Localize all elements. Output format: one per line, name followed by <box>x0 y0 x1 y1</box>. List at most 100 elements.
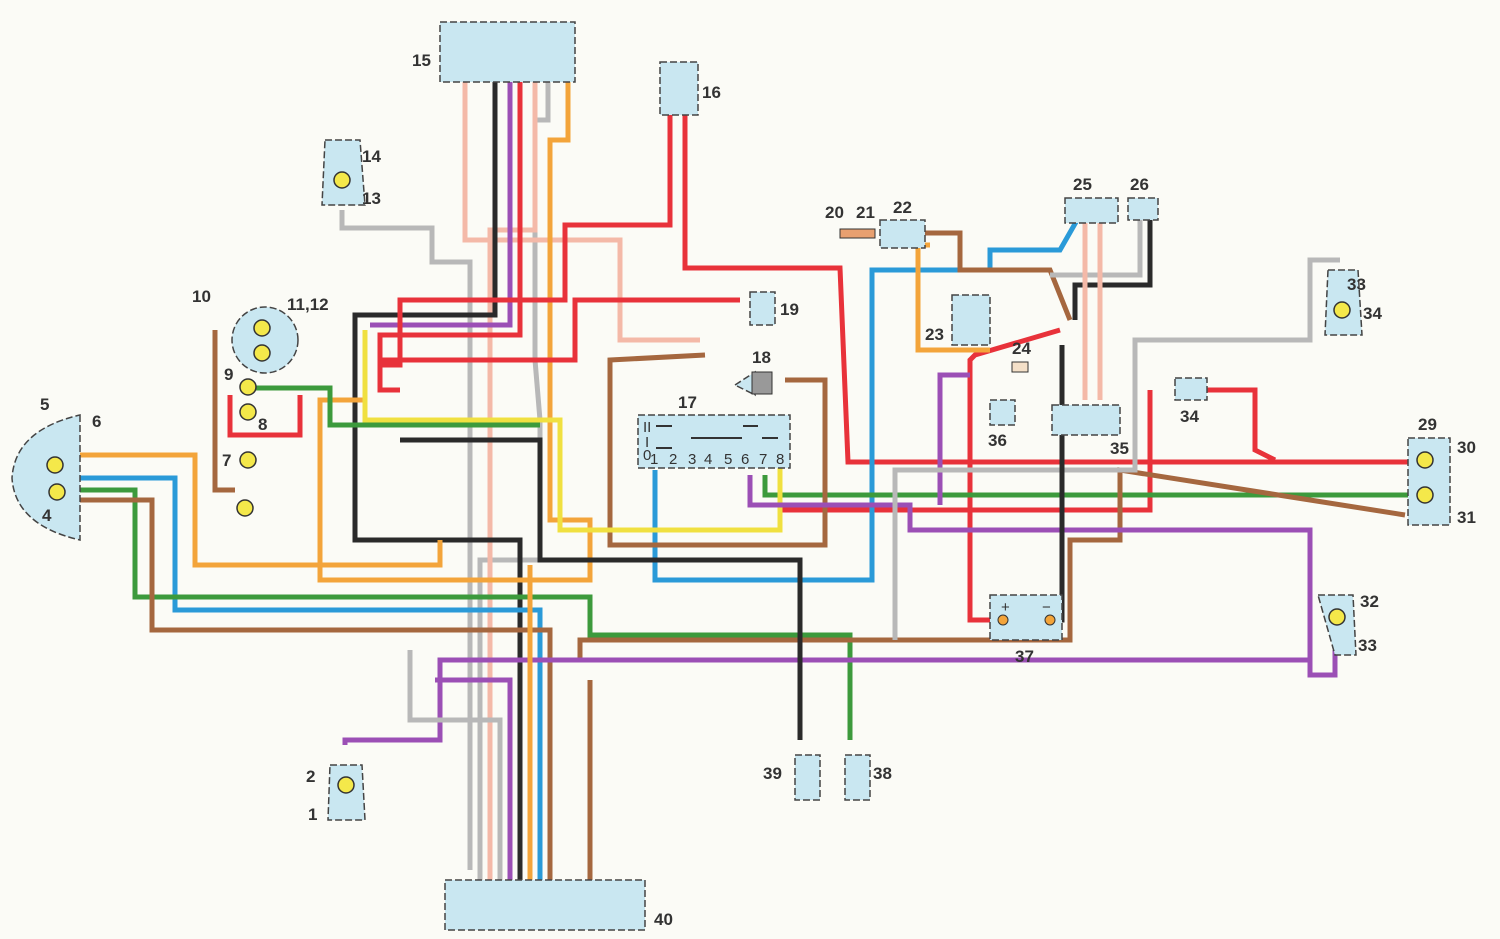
label-9: 9 <box>224 365 233 384</box>
wire-orange <box>80 452 443 568</box>
label-22: 22 <box>893 198 912 217</box>
switch17-pos-0: 0 <box>643 447 651 464</box>
lamp-7 <box>239 451 257 469</box>
lamp-9 <box>239 378 257 396</box>
wire-gray <box>339 210 473 870</box>
wire-gray <box>892 257 1340 640</box>
label-25: 25 <box>1073 175 1092 194</box>
label-32: 32 <box>1360 592 1379 611</box>
lamp-34-top <box>1333 301 1351 319</box>
lamps <box>46 171 1434 794</box>
label-2: 2 <box>306 767 315 786</box>
wire-green <box>255 385 540 428</box>
taillight-29 <box>1407 437 1451 526</box>
wire-red <box>227 395 303 438</box>
label-35: 35 <box>1110 439 1129 458</box>
switch17-terminal: 6 <box>741 451 749 468</box>
unit-25 <box>1064 197 1119 224</box>
wire-blue <box>652 213 1083 583</box>
label-11-12: 11,12 <box>287 295 329 314</box>
capacitor-36 <box>989 399 1016 426</box>
label-14: 14 <box>362 147 381 166</box>
wire-black <box>1050 345 1065 623</box>
label-31: 31 <box>1457 508 1476 527</box>
lamp-1 <box>337 776 355 794</box>
label-15: 15 <box>412 51 431 70</box>
switch17-terminal: 3 <box>688 451 696 468</box>
lamp-6 <box>46 456 64 474</box>
label-30: 30 <box>1457 438 1476 457</box>
label-36: 36 <box>988 431 1007 450</box>
wire-orange <box>317 82 593 583</box>
wire-red <box>1190 387 1277 463</box>
label-34-top: 34 <box>1363 304 1382 323</box>
switch-16 <box>659 61 699 116</box>
switch17-terminal: 5 <box>724 451 732 468</box>
label-37: 37 <box>1015 647 1034 666</box>
label-17: 17 <box>678 393 697 412</box>
label-38: 38 <box>873 764 892 783</box>
label-29: 29 <box>1418 415 1437 434</box>
battery-terminal-minus <box>1044 614 1056 626</box>
lamp-8 <box>239 403 257 421</box>
coil-22 <box>879 219 926 249</box>
components <box>11 21 1451 931</box>
switch17-terminal: 1 <box>650 451 658 468</box>
switch17-contacts <box>656 425 778 449</box>
label-4: 4 <box>42 506 52 525</box>
headlight-5 <box>11 414 81 541</box>
lamp-4 <box>48 483 66 501</box>
wire-black <box>400 437 803 740</box>
horn-18-body <box>751 371 773 395</box>
wire-gray <box>1050 220 1143 278</box>
wire-purple <box>1307 530 1338 678</box>
instrument-lamp-10 <box>231 306 299 374</box>
label-5: 5 <box>40 395 49 414</box>
label-33-bottom: 33 <box>1358 636 1377 655</box>
label-6: 6 <box>92 412 101 431</box>
label-26: 26 <box>1130 175 1149 194</box>
label-34-switch: 34 <box>1180 407 1199 426</box>
wire-brown <box>920 230 1073 321</box>
fuse-24 <box>1011 361 1029 373</box>
label-13: 13 <box>362 189 381 208</box>
label-1: 1 <box>308 805 317 824</box>
sparkplug-20-21 <box>839 228 876 239</box>
wire-green <box>80 487 853 740</box>
label-21: 21 <box>856 203 875 222</box>
wire-red <box>380 297 740 363</box>
switch17-pos-I: I <box>645 434 649 451</box>
wire-brown <box>212 330 235 493</box>
wire-red <box>967 327 1061 623</box>
lamp-30 <box>1416 451 1434 469</box>
switch-34 <box>1174 377 1208 401</box>
relay-23 <box>951 294 991 346</box>
horn-switch-19 <box>749 291 776 326</box>
wire-gray <box>407 650 503 880</box>
wire-yellow <box>362 330 783 533</box>
wire-red <box>377 82 523 393</box>
label-18: 18 <box>752 348 771 367</box>
lamp-32 <box>1328 608 1346 626</box>
instrument-cluster-15 <box>439 21 576 83</box>
label-33-top: 33 <box>1347 275 1366 294</box>
wire-purple <box>370 82 513 328</box>
wire-brown <box>607 352 828 548</box>
label-39: 39 <box>763 764 782 783</box>
connector-block-40 <box>444 879 646 931</box>
battery-minus: − <box>1042 599 1051 616</box>
wire-red <box>380 115 673 368</box>
sensor-39 <box>794 754 821 801</box>
label-40: 40 <box>654 910 673 929</box>
labels: 1 2 4 5 6 7 8 9 10 11,12 13 14 15 16 17 … <box>40 51 1476 929</box>
lamp-12 <box>253 344 271 362</box>
wire-brown <box>80 497 553 880</box>
label-24: 24 <box>1012 339 1031 358</box>
label-19: 19 <box>780 300 799 319</box>
battery-plus: + <box>1001 599 1010 616</box>
wire-blue <box>80 475 543 880</box>
lamp-11 <box>253 319 271 337</box>
ignition-switch-17 <box>637 414 791 469</box>
label-20: 20 <box>825 203 844 222</box>
